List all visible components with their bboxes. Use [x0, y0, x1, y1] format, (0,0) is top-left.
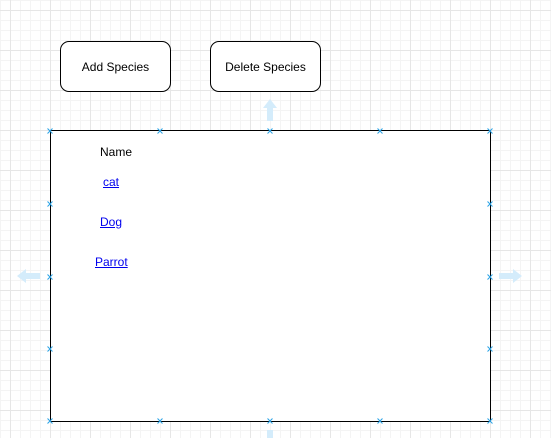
selection-handle-icon[interactable]: [267, 128, 274, 135]
selection-handle-icon[interactable]: [47, 201, 54, 208]
selection-handle-icon[interactable]: [47, 128, 54, 135]
column-header-name: Name: [100, 145, 133, 159]
selection-handle-icon[interactable]: [47, 418, 54, 425]
selection-handle-icon[interactable]: [487, 201, 494, 208]
add-species-button[interactable]: Add Species: [60, 41, 171, 92]
connection-arrow-left-icon[interactable]: [17, 269, 40, 283]
selection-handle-icon[interactable]: [47, 346, 54, 353]
selection-handle-icon[interactable]: [377, 418, 384, 425]
selection-handle-icon[interactable]: [487, 128, 494, 135]
species-link-dog[interactable]: Dog: [100, 215, 123, 229]
connection-arrow-right-icon[interactable]: [499, 269, 522, 283]
selection-handle-icon[interactable]: [377, 128, 384, 135]
selection-handle-icon[interactable]: [487, 274, 494, 281]
delete-species-button[interactable]: Delete Species: [210, 41, 321, 92]
selection-handle-icon[interactable]: [487, 346, 494, 353]
connection-arrow-up-icon[interactable]: [263, 99, 277, 121]
species-link-cat[interactable]: cat: [103, 175, 120, 189]
selection-handle-icon[interactable]: [157, 418, 164, 425]
selection-handle-icon[interactable]: [157, 128, 164, 135]
species-list-panel[interactable]: Name cat Dog Parrot: [50, 130, 491, 422]
selection-handle-icon[interactable]: [487, 418, 494, 425]
selection-handle-icon[interactable]: [47, 274, 54, 281]
selection-handle-icon[interactable]: [267, 418, 274, 425]
species-link-parrot[interactable]: Parrot: [95, 255, 128, 269]
connection-arrow-down-icon[interactable]: [267, 430, 273, 438]
